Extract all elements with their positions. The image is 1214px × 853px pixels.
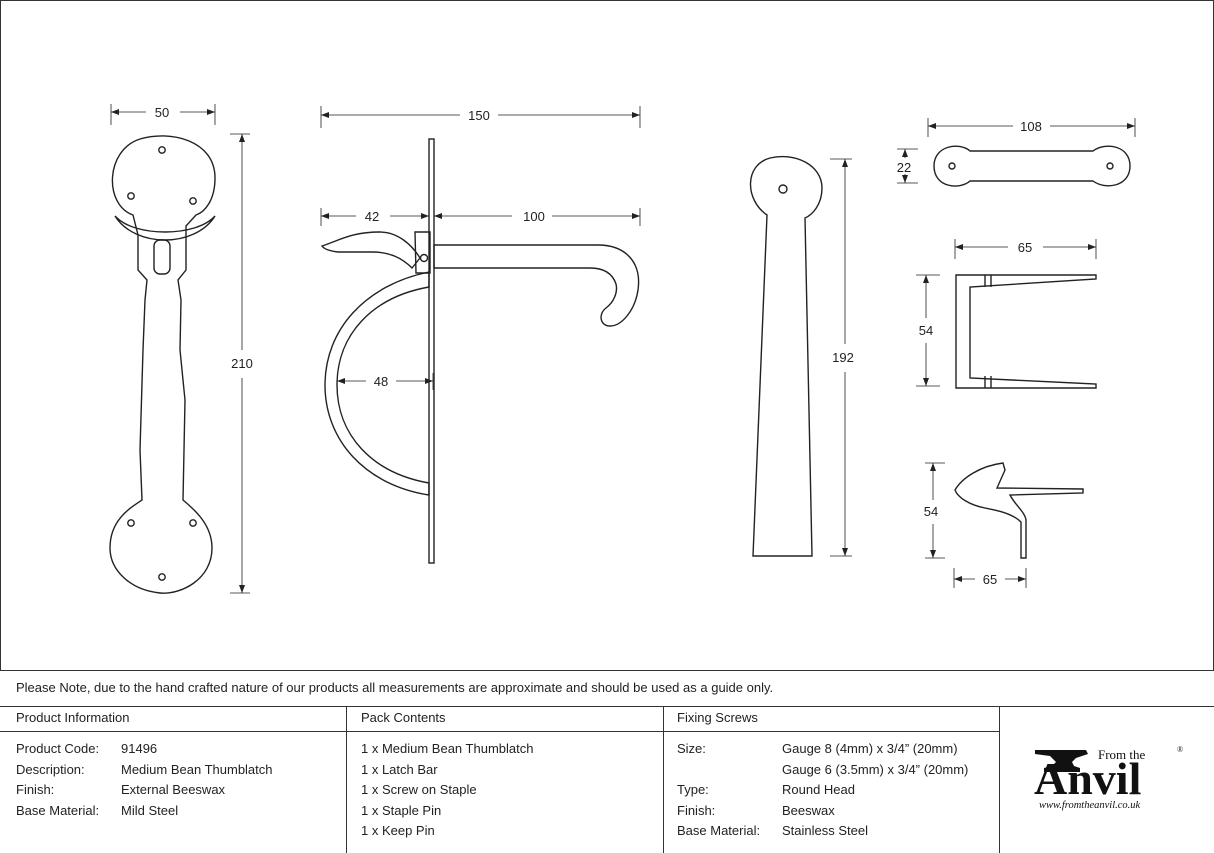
keep-view [954, 462, 1084, 559]
screw-size-label: Size: [677, 741, 706, 756]
handle-dimensions [110, 104, 250, 594]
dim-keep-width: 65 [983, 572, 997, 587]
dim-latch-bar-height: 192 [832, 350, 854, 365]
staple-dimensions [897, 118, 1136, 184]
disclaimer-note: Please Note, due to the hand crafted nat… [16, 680, 774, 695]
dim-staple-height: 22 [897, 160, 911, 175]
description-value: Medium Bean Thumblatch [121, 762, 273, 777]
pack-contents-heading: Pack Contents [361, 710, 446, 725]
technical-drawing: 50 210 150 42 100 48 192 [0, 0, 1214, 670]
screw-size-value-1: Gauge 8 (4mm) x 3/4” (20mm) [782, 741, 958, 756]
screw-on-staple-view [955, 274, 1097, 389]
product-information-heading: Product Information [16, 710, 130, 725]
logo-brand: Anvil [1034, 753, 1141, 804]
fixing-screws-section: Fixing Screws Size: Gauge 8 (4mm) x 3/4”… [677, 706, 995, 853]
pack-item: 1 x Screw on Staple [361, 782, 477, 797]
dim-thumbpiece-length: 42 [365, 209, 379, 224]
logo-from-the: From the [1098, 747, 1146, 762]
dim-latch-reach: 100 [523, 209, 545, 224]
base-material-value: Mild Steel [121, 803, 179, 818]
info-table-frame [0, 670, 1214, 853]
anvil-logo: From the ® Anvil www.fromtheanvil.co.uk [1034, 745, 1183, 811]
info-table: Product Information Product Code: 91496 … [0, 706, 1214, 853]
pack-contents-section: Pack Contents 1 x Medium Bean Thumblatch… [361, 706, 656, 853]
finish-label: Finish: [16, 782, 55, 797]
dim-screw-staple-width: 65 [1018, 240, 1032, 255]
product-code-value: 91496 [121, 741, 158, 756]
dim-bow-depth: 48 [374, 374, 388, 389]
keep-dimensions [925, 462, 1027, 588]
finish-value: External Beeswax [121, 782, 226, 797]
screw-finish-value: Beeswax [782, 803, 835, 818]
anvil-silhouette-icon [1035, 750, 1088, 772]
screw-material-label: Base Material: [677, 823, 761, 838]
screw-on-staple-dimensions [916, 239, 1097, 387]
base-material-label: Base Material: [16, 803, 100, 818]
handle-front-view [109, 135, 216, 594]
dim-screw-staple-height: 54 [919, 323, 933, 338]
pack-item: 1 x Latch Bar [361, 762, 438, 777]
dim-staple-width: 108 [1020, 119, 1042, 134]
pack-item: 1 x Keep Pin [361, 823, 435, 838]
dim-thumblatch-width: 150 [468, 108, 490, 123]
thumblatch-side-view [320, 138, 640, 564]
screw-type-value: Round Head [782, 782, 855, 797]
dim-handle-height: 210 [231, 356, 253, 371]
logo-url: www.fromtheanvil.co.uk [1039, 800, 1141, 811]
dim-keep-height: 54 [924, 504, 938, 519]
screw-type-label: Type: [677, 782, 709, 797]
pack-item: 1 x Staple Pin [361, 803, 442, 818]
latch-bar-dimensions [830, 158, 852, 557]
screw-finish-label: Finish: [677, 803, 716, 818]
latch-bar-view [749, 155, 823, 557]
fixing-screws-heading: Fixing Screws [677, 710, 758, 725]
product-code-label: Product Code: [16, 741, 100, 756]
description-label: Description: [16, 762, 85, 777]
staple-view [933, 145, 1131, 187]
screw-size-value-2: Gauge 6 (3.5mm) x 3/4” (20mm) [782, 762, 969, 777]
dim-handle-width: 50 [155, 105, 169, 120]
pack-item: 1 x Medium Bean Thumblatch [361, 741, 534, 756]
product-information-section: Product Information Product Code: 91496 … [16, 706, 336, 853]
thumblatch-dimensions [320, 106, 641, 390]
logo-registered-mark: ® [1177, 745, 1183, 754]
screw-material-value: Stainless Steel [782, 823, 868, 838]
